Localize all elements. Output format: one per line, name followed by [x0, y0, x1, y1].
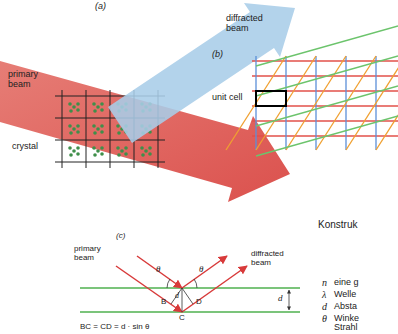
label: diffracted beam: [226, 14, 268, 34]
label: n: [322, 277, 327, 288]
lattice-line: [226, 56, 286, 150]
label: d: [322, 301, 327, 312]
label: θ: [156, 265, 160, 275]
molecule-dot: [93, 109, 97, 113]
label: (c): [116, 232, 125, 241]
molecule-dot: [96, 127, 100, 131]
perpendicular: [171, 288, 182, 304]
molecule-dot: [140, 146, 144, 150]
molecule-dot: [141, 153, 145, 157]
molecule-dot: [93, 153, 97, 157]
lattice-plane: [80, 287, 300, 289]
label: Welle: [334, 290, 356, 300]
molecule-dot: [92, 146, 96, 150]
molecule-dot: [100, 146, 104, 150]
label: d: [278, 294, 283, 304]
ray: [116, 266, 182, 312]
molecule-dot: [100, 124, 104, 128]
lattice-grid: [226, 26, 398, 156]
molecule-dot: [76, 146, 80, 150]
label: θ: [322, 313, 327, 324]
molecule-dot: [100, 102, 104, 106]
ray: [182, 266, 247, 312]
molecule-dot: [116, 124, 120, 128]
lattice-line: [376, 56, 398, 150]
molecule-dot: [92, 124, 96, 128]
label: (b): [212, 50, 223, 60]
molecule-dot: [68, 124, 72, 128]
unit-cell-box: [256, 91, 286, 106]
molecule-dot: [100, 152, 104, 156]
label: d: [175, 292, 179, 301]
lattice-line: [86, 90, 87, 168]
lattice-line: [256, 86, 398, 126]
label: (a): [95, 2, 106, 12]
label: θ: [199, 265, 203, 275]
spacing-line: [182, 288, 183, 312]
label: eine g: [334, 278, 359, 288]
lattice-plane: [80, 311, 300, 313]
molecule-dot: [148, 146, 152, 150]
molecule-dot: [96, 149, 100, 153]
label: primary beam: [74, 245, 108, 263]
molecule-dot: [100, 130, 104, 134]
label: BC = CD = d · sin θ: [80, 323, 149, 332]
label: B: [161, 298, 166, 307]
molecule-dot: [76, 124, 80, 128]
molecule-dot: [92, 102, 96, 106]
molecule-dot: [120, 149, 124, 153]
lattice-line: [256, 56, 316, 150]
molecule-dot: [117, 131, 121, 135]
molecule-dot: [144, 149, 148, 153]
angle-arc: [194, 279, 197, 288]
molecule-dot: [148, 152, 152, 156]
label: crystal: [12, 142, 38, 152]
label: C: [179, 314, 185, 323]
lattice-line: [55, 140, 165, 141]
molecule-dot: [117, 153, 121, 157]
label: unit cell: [212, 93, 243, 103]
label: D: [196, 298, 202, 307]
ray: [182, 256, 227, 288]
molecule-dot: [96, 105, 100, 109]
label: primary beam: [8, 70, 44, 90]
angle-arc: [167, 279, 170, 288]
lattice-line: [55, 162, 165, 163]
ray: [137, 256, 182, 288]
molecule-dot: [72, 105, 76, 109]
molecule-dot: [124, 146, 128, 150]
lattice-line: [256, 26, 398, 66]
molecule-dot: [69, 109, 73, 113]
label: Konstruk: [318, 219, 357, 230]
molecule-dot: [69, 153, 73, 157]
label: Strahl: [334, 323, 358, 333]
molecule-dot: [124, 152, 128, 156]
molecule-dot: [69, 131, 73, 135]
label: diffracted beam: [251, 250, 293, 268]
molecule-dot: [100, 108, 104, 112]
molecule-dot: [68, 146, 72, 150]
lattice-line: [346, 56, 398, 150]
molecule-dot: [76, 102, 80, 106]
perpendicular: [182, 288, 193, 304]
lattice-line: [62, 90, 63, 168]
diffracted-beam: [108, 3, 295, 143]
molecule-dot: [93, 131, 97, 135]
lattice-line: [256, 116, 398, 156]
label: Absta: [334, 302, 357, 312]
molecule-dot: [76, 108, 80, 112]
spacing-arrow: [289, 290, 290, 310]
molecule-dot: [116, 146, 120, 150]
molecule-dot: [76, 152, 80, 156]
label: λ: [322, 289, 326, 300]
lattice-line: [110, 90, 111, 168]
molecule-dot: [68, 102, 72, 106]
molecule-dot: [72, 149, 76, 153]
molecule-dot: [72, 127, 76, 131]
molecule-dot: [76, 130, 80, 134]
